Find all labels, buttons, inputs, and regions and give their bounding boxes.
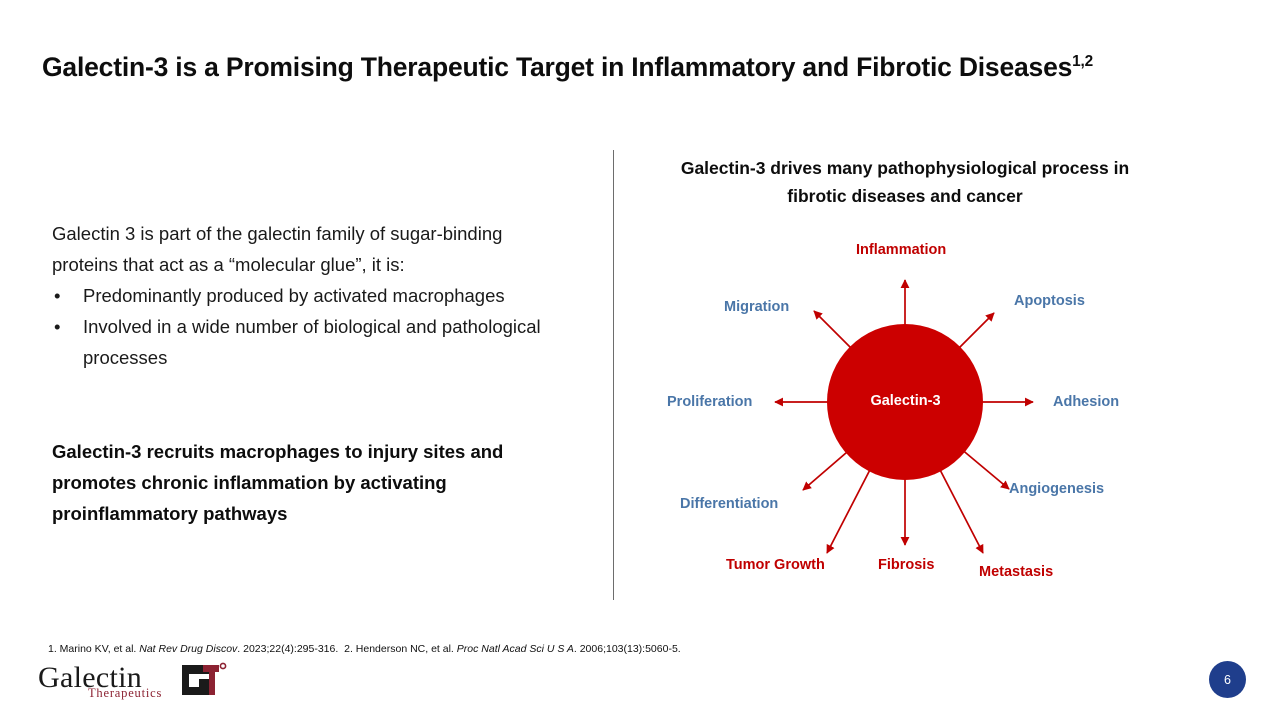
node-label-adhesion: Adhesion — [1053, 394, 1120, 410]
page-title: Galectin-3 is a Promising Therapeutic Ta… — [42, 52, 1242, 84]
node-label-apoptosis: Apoptosis — [1014, 293, 1085, 309]
node-label-tumor-growth: Tumor Growth — [726, 557, 825, 573]
footnote-references: 1. Marino KV, et al. Nat Rev Drug Discov… — [48, 643, 681, 655]
list-item: • Predominantly produced by activated ma… — [52, 280, 562, 311]
footnote-ref1-prefix: 1. Marino KV, et al. — [48, 643, 140, 655]
footnote-ref1-journal: Nat Rev Drug Discov — [139, 643, 238, 655]
node-label-proliferation: Proliferation — [667, 394, 753, 410]
logo-wordmark: Galectin — [38, 661, 143, 694]
footnote-ref2-journal: Proc Natl Acad Sci U S A — [456, 643, 574, 655]
left-content-column: Galectin 3 is part of the galectin famil… — [52, 218, 562, 373]
list-item: • Involved in a wide number of biologica… — [52, 311, 562, 373]
emphasis-paragraph: Galectin-3 recruits macrophages to injur… — [52, 441, 504, 524]
node-label-angiogenesis: Angiogenesis — [1009, 481, 1105, 497]
galectin-3-center-label: Galectin-3 — [870, 393, 941, 409]
node-label-inflammation: Inflammation — [856, 242, 947, 258]
page-number-badge: 6 — [1209, 661, 1246, 698]
footnote-ref2-prefix: 2. Henderson NC, et al. — [344, 643, 457, 655]
node-label-migration: Migration — [724, 299, 790, 315]
diagram-arrows-svg — [774, 279, 1034, 554]
diagram-heading: Galectin-3 drives many pathophysiologica… — [680, 158, 1130, 206]
page-title-text: Galectin-3 is a Promising Therapeutic Ta… — [42, 52, 1073, 82]
logo-gt-mark-icon — [182, 662, 227, 695]
bullet-marker-icon: • — [54, 285, 61, 306]
node-label-metastasis: Metastasis — [979, 564, 1054, 580]
logo-subtitle: Therapeutics — [88, 686, 163, 700]
list-item-label: Predominantly produced by activated macr… — [83, 285, 505, 306]
vertical-divider — [613, 150, 614, 600]
intro-paragraph: Galectin 3 is part of the galectin famil… — [52, 223, 503, 275]
footnote-ref2-suffix: . 2006;103(13):5060-5. — [573, 643, 681, 655]
bullet-marker-icon: • — [54, 316, 61, 337]
galectin-3-center-circle — [827, 324, 983, 480]
bullet-list: • Predominantly produced by activated ma… — [52, 280, 562, 373]
node-label-differentiation: Differentiation — [680, 496, 779, 512]
footnote-ref1-suffix: . 2023;22(4):295-316. — [237, 643, 339, 655]
page-title-superscript: 1,2 — [1072, 53, 1093, 71]
company-logo: Galectin Therapeutics — [38, 661, 228, 707]
node-label-fibrosis: Fibrosis — [878, 557, 935, 573]
galectin-radial-diagram — [613, 150, 1253, 600]
list-item-label: Involved in a wide number of biological … — [83, 316, 541, 368]
